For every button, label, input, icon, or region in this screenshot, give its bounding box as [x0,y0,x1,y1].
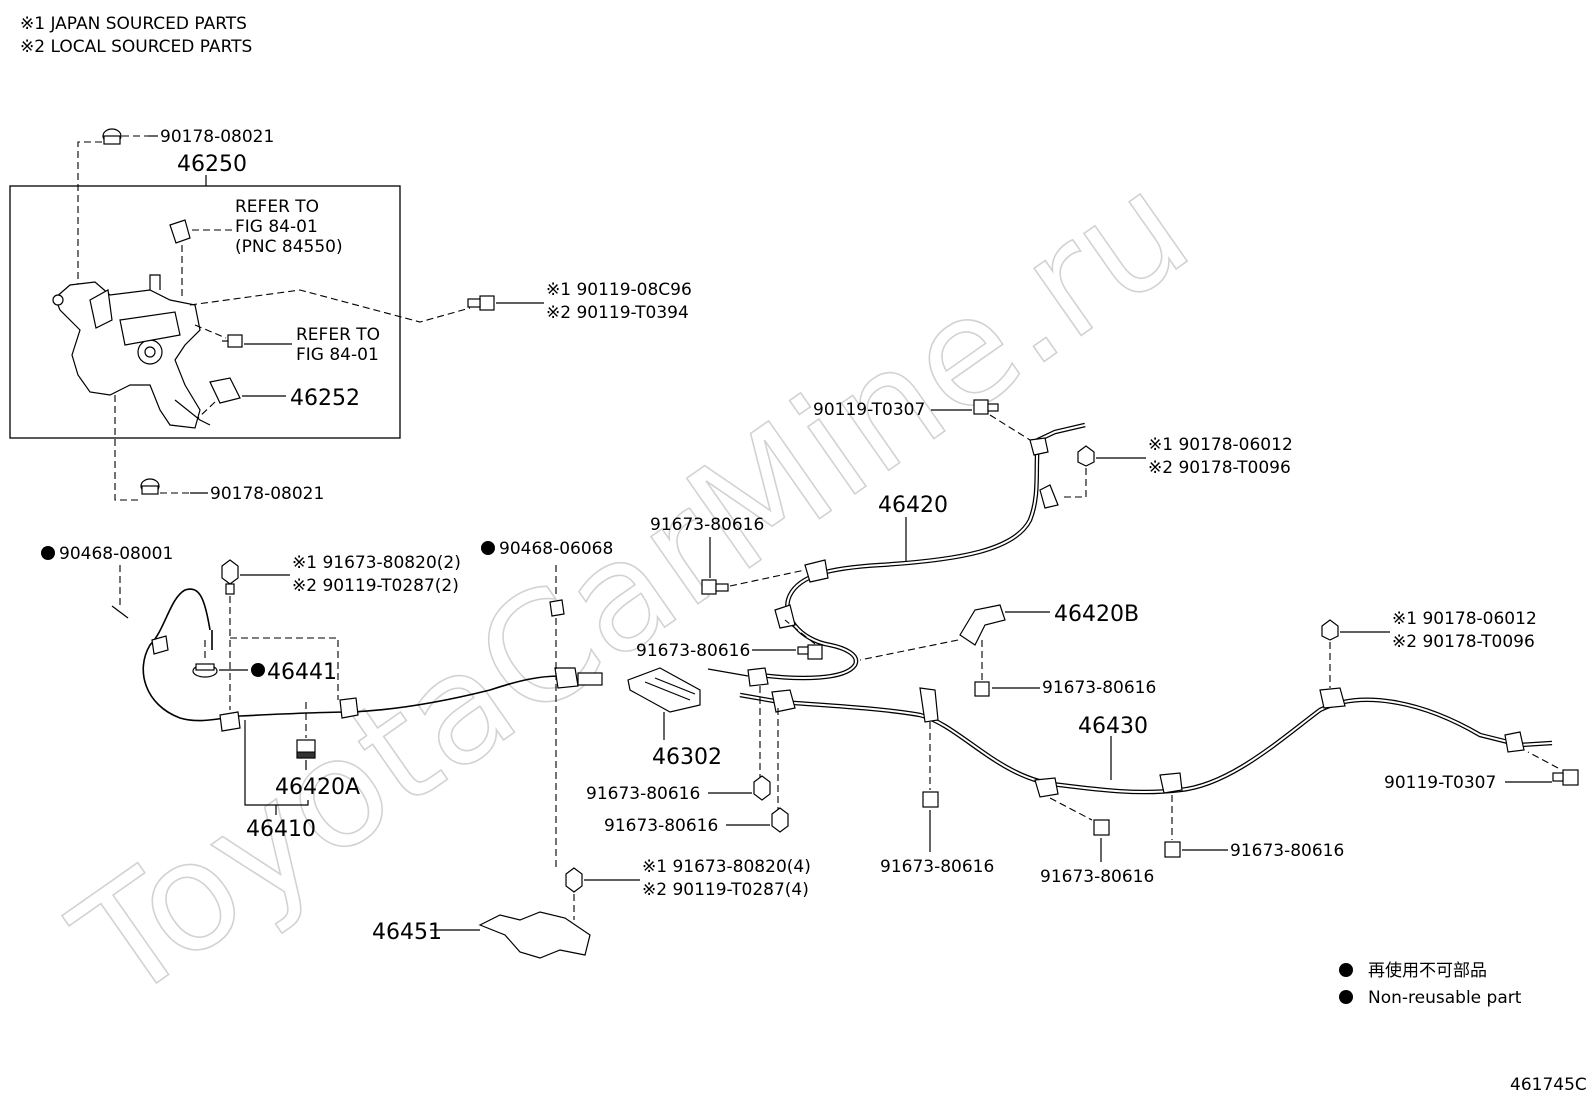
label-90119-T0307-bottom: 90119-T0307 [1384,773,1496,793]
parking-brake-pedal-icon [52,274,211,429]
label-46410: 46410 [246,817,316,842]
label-46420A: 46420A [275,775,360,800]
label-91673-80616-a: 91673-80616 [650,515,764,535]
non-reusable-marker [251,663,265,677]
non-reusable-marker [41,546,55,560]
refer-to-line2: FIG 84-01 [235,217,318,237]
note-local-sourced: ※2 LOCAL SOURCED PARTS [20,37,252,57]
clip-icon [169,219,191,244]
refer-to-line5: FIG 84-01 [296,345,379,365]
bracket-icon [478,911,591,959]
bolt-icon [973,399,999,415]
bolt-icon [974,681,990,697]
label-91673-80616-f: 91673-80616 [880,857,994,877]
refer-to-line4: REFER TO [296,325,380,345]
refer-to-line3: (PNC 84550) [235,237,343,257]
assembly-box [9,185,401,439]
bracket-icon [959,604,1006,646]
legend-marker-jp [1339,963,1353,977]
bolt-icon [565,867,583,893]
label-91673-80616-d: 91673-80616 [586,784,700,804]
bolt-icon [1093,819,1110,836]
bolt-icon [1164,841,1181,858]
bolt-icon [753,775,771,801]
label-90468-08001: 90468-08001 [59,544,173,564]
label-91673-80616-c: 91673-80616 [1042,678,1156,698]
equalizer-icon [627,667,701,713]
legend-en: Non-reusable part [1368,988,1522,1008]
bolt-icon [221,559,239,595]
bolt-icon [701,579,729,595]
label-90178-08021-top: 90178-08021 [160,127,274,147]
nut-icon [192,663,218,678]
label-nut-b1: ※1 90178-06012 [1148,435,1293,455]
label-90119-T0307-top: 90119-T0307 [813,400,925,420]
label-nut-b2: ※2 90178-T0096 [1148,458,1291,478]
cable-end-icon [577,672,603,686]
label-46441: 46441 [267,660,337,685]
pedal-pad-icon [209,377,241,404]
label-nut-d2: ※2 90178-T0096 [1392,632,1535,652]
bolt-icon [467,295,495,311]
nut-icon [102,128,122,145]
label-46451: 46451 [372,920,442,945]
pedal-assembly-group: 46250 90178-08021 REFER TO FIG 84-01 (PN… [9,127,471,439]
note-japan-sourced: ※1 JAPAN SOURCED PARTS [20,14,247,34]
legend-jp: 再使用不可部品 [1368,960,1487,981]
legend-marker-en [1339,990,1353,1004]
bolt-icon [797,644,823,660]
label-46252: 46252 [290,386,360,411]
bolt-icon [771,807,789,833]
nut-icon [1321,619,1339,641]
label-91673-80616-e: 91673-80616 [604,816,718,836]
label-46302: 46302 [652,745,722,770]
label-bolt-e2: ※2 90119-T0287(4) [642,880,809,900]
label-46250: 46250 [177,152,247,177]
bolt-icon [222,334,243,348]
bolt-icon [922,791,939,808]
label-bolt-a2: ※2 90119-T0394 [546,303,689,323]
bolt-icon [1552,769,1579,786]
label-91673-80616-h: 91673-80616 [1230,841,1344,861]
label-90178-08021-bottom: 90178-08021 [210,484,324,504]
label-bolt-e1: ※1 91673-80820(4) [642,857,811,877]
label-bolt-c2: ※2 90119-T0287(2) [292,576,459,596]
label-nut-d1: ※1 90178-06012 [1392,609,1537,629]
label-91673-80616-b: 91673-80616 [636,641,750,661]
diagram-id: 461745C [1510,1075,1587,1095]
label-bolt-c1: ※1 91673-80820(2) [292,553,461,573]
watermark: ToyotaCarMine.ru [45,140,1219,1035]
label-91673-80616-g: 91673-80616 [1040,867,1154,887]
nut-icon [140,478,160,495]
nut-icon [1077,445,1095,467]
cable-guide-icon [296,739,316,759]
label-46430: 46430 [1078,714,1148,739]
label-bolt-a1: ※1 90119-08C96 [546,280,692,300]
non-reusable-marker [481,541,495,555]
label-46420: 46420 [878,493,948,518]
label-46420B: 46420B [1054,602,1139,627]
label-90468-06068: 90468-06068 [499,539,613,559]
refer-to-line1: REFER TO [235,197,319,217]
